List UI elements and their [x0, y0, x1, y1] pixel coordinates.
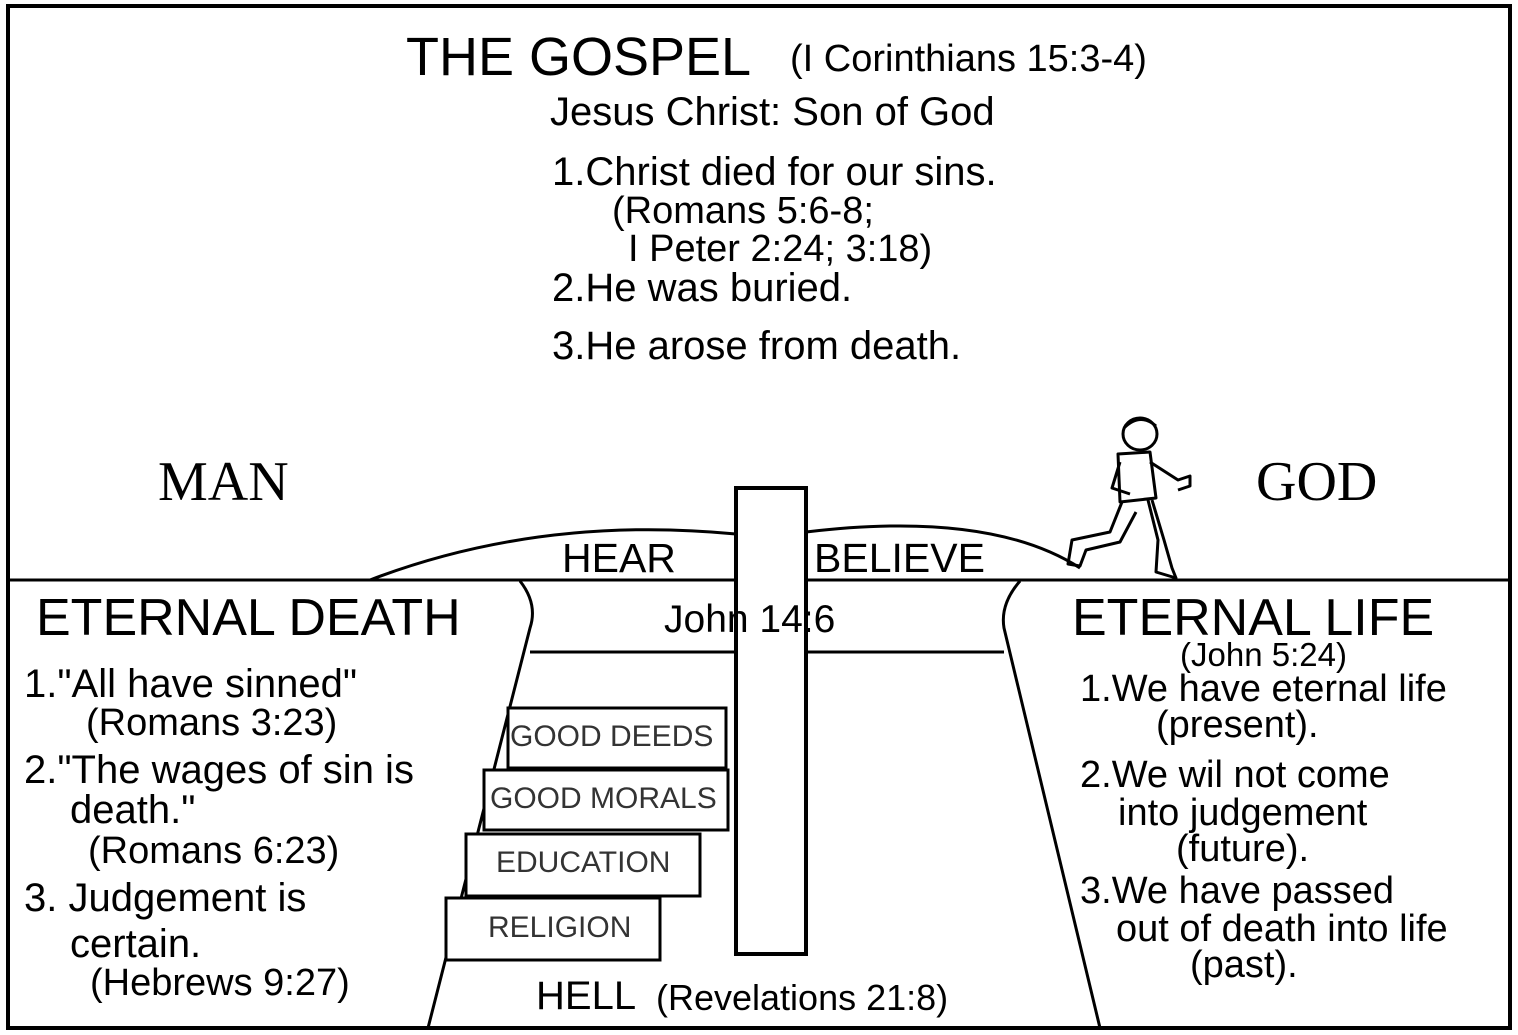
- eternal-life-line: into judgement: [1118, 792, 1368, 834]
- step-label-education: EDUCATION: [496, 846, 671, 879]
- believe-label: BELIEVE: [814, 535, 985, 581]
- god-label: GOD: [1256, 451, 1378, 513]
- gospel-point-1-ref-a: (Romans 5:6-8;: [612, 190, 874, 232]
- cross-reference: John 14:6: [664, 598, 836, 641]
- step-label-religion: RELIGION: [488, 911, 632, 944]
- bridge-arch-right: [805, 524, 1081, 570]
- step-good-morals: [482, 768, 730, 832]
- eternal-death-line: certain.: [70, 922, 202, 966]
- eternal-life-line: (present).: [1156, 704, 1319, 746]
- step-label-good-deeds: GOOD DEEDS: [510, 720, 714, 753]
- eternal-life-heading: ETERNAL LIFE: [1072, 589, 1435, 647]
- gospel-point-2: 2.He was buried.: [552, 266, 853, 310]
- eternal-life-line: out of death into life: [1116, 908, 1448, 950]
- gospel-point-1: 1.Christ died for our sins.: [552, 150, 997, 194]
- eternal-life-line: 3.We have passed: [1080, 870, 1395, 912]
- cross-icon: [734, 486, 808, 956]
- eternal-death-line: 2."The wages of sin is: [24, 748, 414, 792]
- walking-man-icon: [1066, 416, 1192, 580]
- gospel-point-3: 3.He arose from death.: [552, 324, 962, 368]
- eternal-death-line: 1."All have sinned": [24, 662, 358, 706]
- step-label-good-morals: GOOD MORALS: [490, 782, 717, 815]
- hell-label: HELL: [536, 974, 637, 1018]
- eternal-death-line: 3. Judgement is: [24, 876, 307, 920]
- step-religion: [444, 896, 662, 962]
- eternal-life-line: (past).: [1190, 944, 1298, 986]
- eternal-death-line: death.": [70, 788, 196, 832]
- eternal-death-line: (Romans 3:23): [86, 702, 338, 744]
- step-good-deeds: [506, 706, 728, 770]
- eternal-life-line: 2.We wil not come: [1080, 754, 1390, 796]
- eternal-life-line: (future).: [1176, 828, 1310, 870]
- gospel-point-1-ref-b: I Peter 2:24; 3:18): [628, 228, 933, 270]
- hell-reference: (Revelations 21:8): [656, 977, 949, 1018]
- eternal-life-reference: (John 5:24): [1180, 636, 1347, 673]
- stair-steps: [444, 706, 730, 962]
- gospel-title: THE GOSPEL: [406, 27, 752, 87]
- step-education: [464, 832, 702, 898]
- eternal-death-heading: ETERNAL DEATH: [36, 589, 461, 647]
- left-cliff-edge: [426, 580, 534, 1029]
- man-label: MAN: [158, 451, 289, 513]
- eternal-life-line: 1.We have eternal life: [1080, 668, 1447, 710]
- eternal-death-line: (Hebrews 9:27): [90, 962, 350, 1004]
- gospel-subtitle: Jesus Christ: Son of God: [550, 90, 995, 134]
- eternal-death-line: (Romans 6:23): [88, 830, 340, 872]
- right-cliff-edge: [1001, 580, 1102, 1029]
- bridge-arch: [369, 528, 737, 582]
- gospel-reference: (I Corinthians 15:3-4): [790, 38, 1147, 80]
- hear-label: HEAR: [562, 535, 676, 581]
